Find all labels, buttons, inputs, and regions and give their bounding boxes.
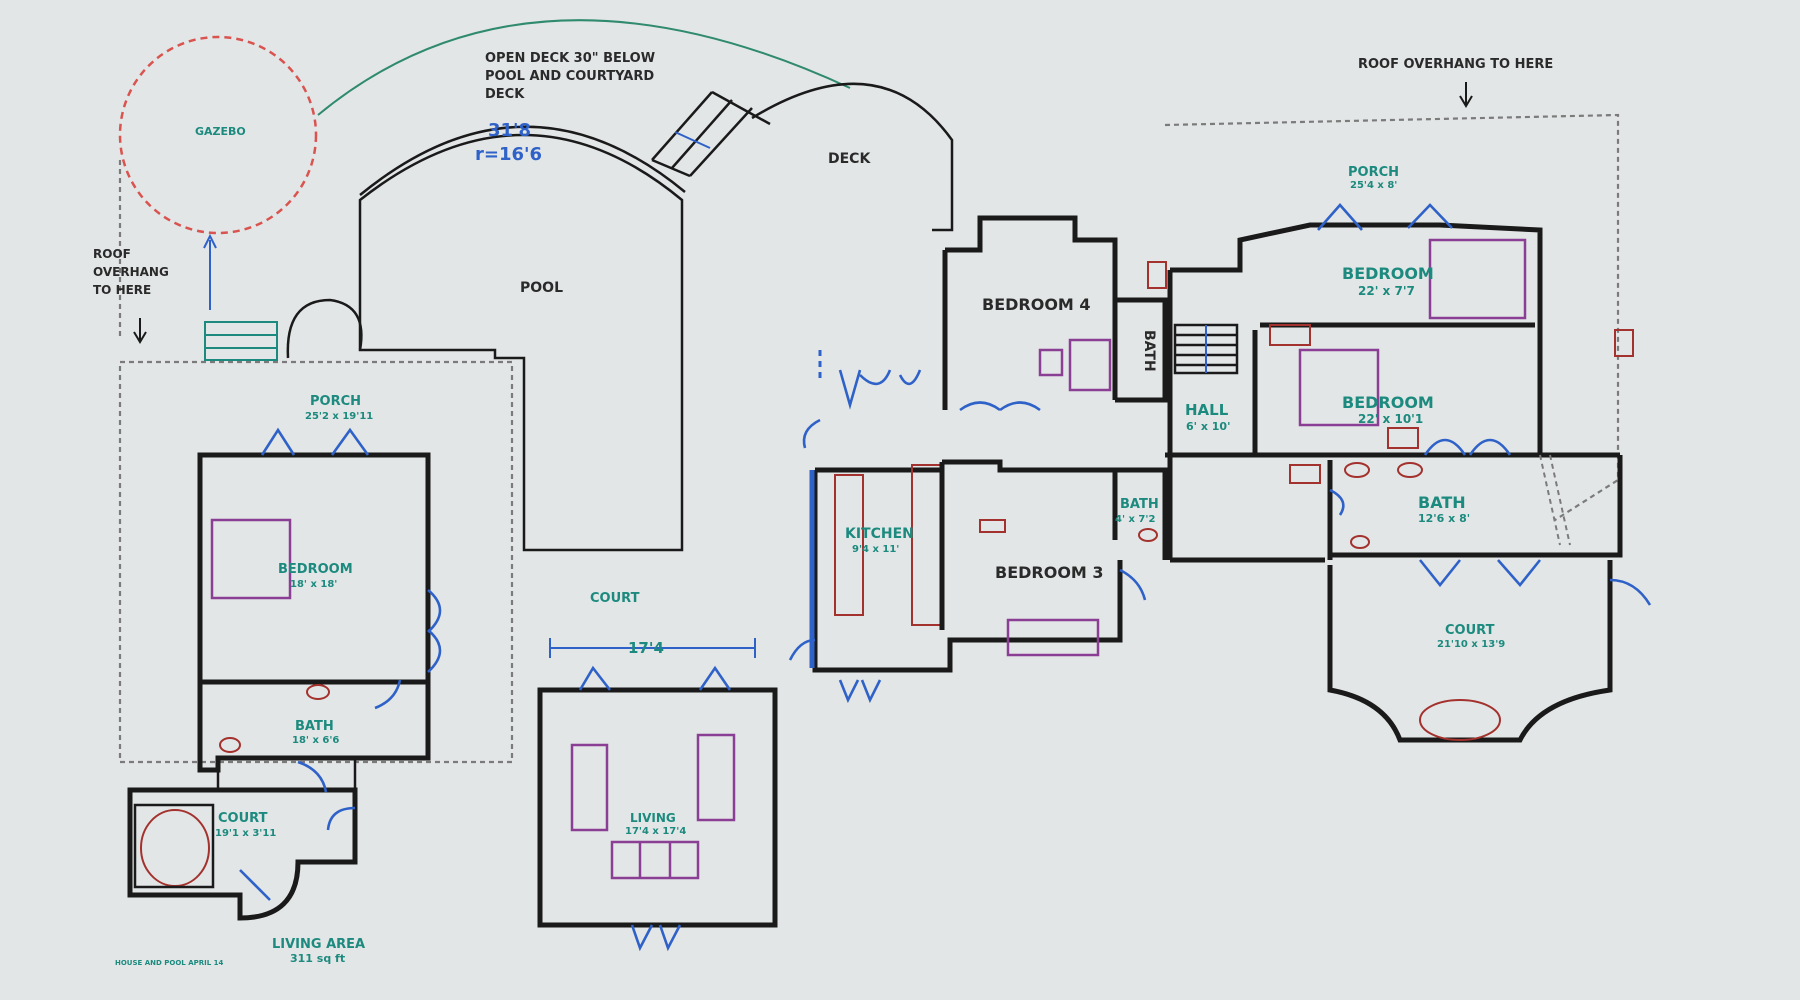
bedroom-upper-dim: 22' x 7'7 — [1358, 284, 1415, 298]
garden-arc — [317, 19, 851, 116]
kitchen-label: KITCHEN — [845, 526, 914, 542]
kitchen-dim: 9'4 x 11' — [852, 544, 899, 555]
left-overhang-arrow — [133, 318, 147, 344]
bedroom-upper-label: BEDROOM — [1342, 264, 1434, 283]
porch-left-dim: 25'2 x 19'11 — [305, 411, 373, 422]
bath-left-dim: 18' x 6'6 — [292, 735, 339, 746]
living-dim: 17'4 x 17'4 — [625, 826, 686, 837]
deck-stairs — [651, 90, 771, 178]
gazebo-label: GAZEBO — [195, 125, 246, 138]
open-deck-label-1: OPEN DECK 30" BELOW — [485, 51, 655, 66]
house-note: HOUSE AND POOL APRIL 14 — [115, 959, 224, 967]
living-label: LIVING — [630, 811, 676, 825]
bath-right-dim: 12'6 x 8' — [1418, 512, 1470, 525]
right-wing — [1147, 203, 1652, 743]
pool-radius-dim: r=16'6 — [475, 144, 542, 165]
roof-overhang-left-3: TO HERE — [93, 283, 151, 297]
court-right-label: COURT — [1445, 623, 1495, 638]
bedroom-left-dim: 18' x 18' — [290, 579, 337, 590]
court-width-dim: 17'4 — [628, 639, 664, 657]
living-area-sqft: 311 sq ft — [290, 952, 345, 965]
garden-steps — [203, 233, 363, 361]
court-right-dim: 21'10 x 13'9 — [1437, 639, 1505, 650]
bath-small-dim: 4' x 7'2 — [1115, 514, 1155, 525]
left-wing — [127, 427, 442, 921]
court-left-label: COURT — [218, 811, 268, 826]
living-area-label: LIVING AREA — [272, 937, 365, 952]
pool-label: POOL — [520, 280, 563, 296]
porch-right-label: PORCH — [1348, 165, 1399, 180]
living-wing — [537, 638, 778, 952]
hall-stairs — [1173, 323, 1239, 375]
right-overhang-arrow — [1459, 82, 1473, 108]
bath-vertical-label: BATH — [1141, 330, 1157, 372]
roof-overhang-left-1: ROOF — [93, 247, 131, 261]
bath-right-label: BATH — [1418, 493, 1466, 512]
center-house — [788, 215, 1168, 704]
bath-left-label: BATH — [295, 719, 334, 734]
deck-outline — [751, 82, 954, 232]
bedroom-left-label: BEDROOM — [278, 562, 353, 577]
pool-width-dim: 31'8 — [488, 120, 531, 141]
bedroom3-label: BEDROOM 3 — [995, 563, 1104, 582]
open-deck-label-3: DECK — [485, 87, 525, 102]
pool-outline — [358, 133, 684, 552]
hall-label: HALL — [1185, 401, 1229, 419]
court-left-dim: 19'1 x 3'11 — [215, 828, 276, 839]
bedroom4-label: BEDROOM 4 — [982, 295, 1091, 314]
gazebo-circle — [118, 35, 318, 235]
open-deck-label-2: POOL AND COURTYARD — [485, 69, 654, 84]
court-center-label: COURT — [590, 591, 640, 606]
roof-overhang-left-2: OVERHANG — [93, 265, 169, 279]
right-roof-overhang — [1164, 113, 1620, 521]
hall-dim: 6' x 10' — [1186, 420, 1230, 433]
roof-overhang-right: ROOF OVERHANG TO HERE — [1358, 57, 1553, 72]
deck-label: DECK — [828, 151, 871, 167]
bath-small-label: BATH — [1120, 497, 1159, 512]
porch-left-label: PORCH — [310, 394, 361, 409]
bedroom-lower-label: BEDROOM — [1342, 393, 1434, 412]
porch-right-dim: 25'4 x 8' — [1350, 180, 1397, 191]
bedroom-lower-dim: 22' x 10'1 — [1358, 412, 1423, 426]
